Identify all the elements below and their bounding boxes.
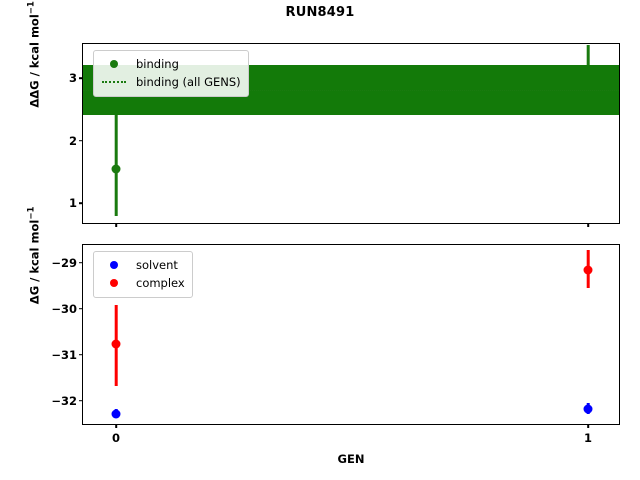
legend-entry[interactable]: binding (all GENS)	[101, 73, 241, 91]
legend-top-panel[interactable]: binding binding (all GENS)	[93, 50, 249, 97]
legend-label: solvent	[136, 258, 178, 272]
legend-key-dot	[101, 60, 127, 68]
axes-top-panel: 1 2 3 binding binding (all GENS)	[69, 43, 620, 227]
legend-label: complex	[136, 276, 185, 290]
x-tick-mark	[587, 424, 589, 428]
y-tick-mark	[79, 353, 83, 356]
y-tick-label: −29	[51, 255, 77, 270]
x-tick-mark	[115, 424, 117, 428]
y-tick-label: 1	[68, 196, 77, 211]
binding-all-gens-mean-line	[83, 90, 619, 92]
y-tick-mark	[79, 139, 83, 142]
y-tick-label: −31	[51, 347, 77, 362]
legend-dotted-line-icon	[102, 81, 126, 83]
x-axis-label: GEN	[337, 452, 365, 466]
legend-key-line	[101, 81, 127, 83]
legend-entry[interactable]: solvent	[101, 256, 185, 274]
y-axis-label-text: ΔΔG / kcal mol	[27, 14, 42, 108]
legend-label: binding	[136, 57, 179, 71]
data-point-marker[interactable]	[111, 409, 121, 419]
figure-title: RUN8491	[285, 5, 355, 20]
y-axis-label-exponent: −1	[26, 206, 37, 220]
legend-key-dot	[101, 279, 127, 287]
data-point-marker[interactable]	[111, 164, 121, 174]
x-tick-label: 1	[583, 431, 592, 445]
y-tick-label: 3	[68, 71, 77, 86]
data-point-marker[interactable]	[583, 404, 593, 414]
y-tick-mark	[79, 399, 83, 402]
x-tick-label: 0	[112, 431, 121, 445]
axes-bottom-panel: −32 −31 −30 −29 0 1 solvent complex	[51, 244, 620, 445]
y-tick-mark	[79, 261, 83, 264]
x-tick-mark	[587, 223, 589, 227]
legend-marker-dot-icon	[110, 279, 118, 287]
x-tick-mark	[115, 223, 117, 227]
legend-bottom-panel[interactable]: solvent complex	[93, 251, 193, 298]
data-point-marker[interactable]	[583, 265, 593, 275]
y-axis-label-top: ΔΔG / kcal mol−1	[27, 0, 42, 144]
y-tick-label: −32	[51, 393, 77, 408]
legend-marker-dot-icon	[110, 261, 118, 269]
legend-entry[interactable]: complex	[101, 274, 185, 292]
y-tick-label: −30	[51, 301, 77, 316]
y-tick-label: 2	[68, 133, 77, 148]
data-point-marker[interactable]	[111, 339, 121, 349]
legend-marker-dot-icon	[110, 60, 118, 68]
legend-entry[interactable]: binding	[101, 55, 241, 73]
plot-area-bottom	[83, 245, 619, 424]
y-axis-label-bottom: ΔG / kcal mol−1	[27, 165, 42, 345]
legend-label: binding (all GENS)	[136, 75, 241, 89]
y-tick-mark	[79, 202, 83, 204]
y-tick-mark	[79, 307, 83, 310]
y-axis-label-text: ΔG / kcal mol	[27, 219, 42, 305]
legend-key-dot	[101, 261, 127, 269]
y-axis-label-exponent: −1	[26, 1, 37, 15]
y-tick-mark	[79, 77, 83, 80]
